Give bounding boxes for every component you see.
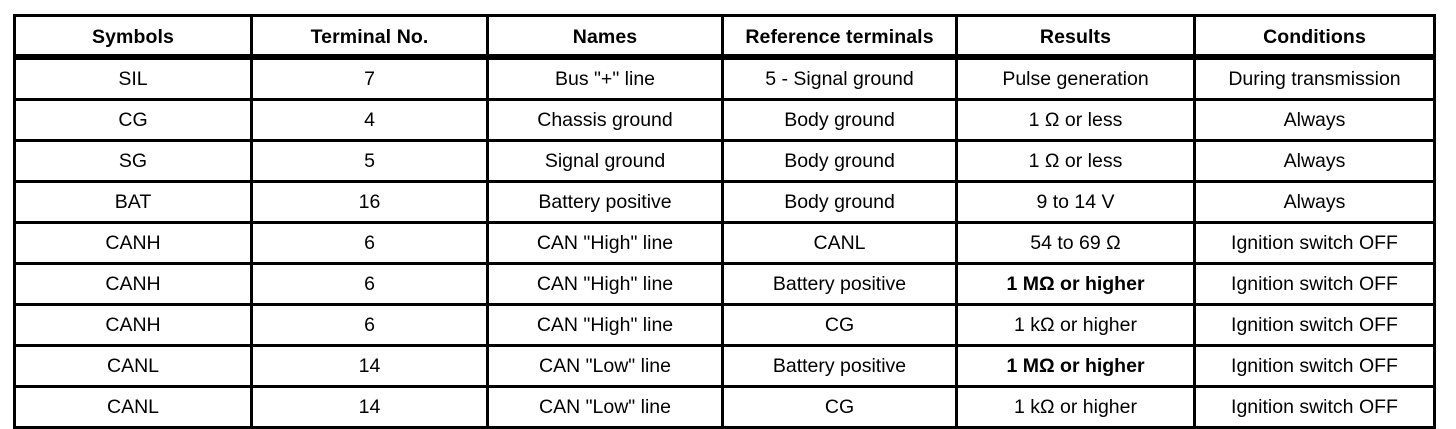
table-row: BAT 16 Battery positive Body ground 9 to…	[13, 180, 1436, 224]
table-row: SIL 7 Bus "+" line 5 - Signal ground Pul…	[13, 57, 1436, 101]
column-header-names: Names	[486, 14, 724, 60]
cell-symbols: CANH	[13, 303, 253, 347]
table-row: SG 5 Signal ground Body ground 1 Ω or le…	[13, 139, 1436, 183]
table-row: CANL 14 CAN "Low" line Battery positive …	[13, 344, 1436, 388]
cell-names: CAN "Low" line	[486, 344, 724, 388]
cell-conditions: Ignition switch OFF	[1193, 262, 1436, 306]
cell-terminal: 6	[250, 262, 489, 306]
cell-reference: CANL	[721, 221, 958, 265]
cell-names: Bus "+" line	[486, 57, 724, 101]
cell-terminal: 6	[250, 221, 489, 265]
cell-reference: Body ground	[721, 139, 958, 183]
cell-terminal: 5	[250, 139, 489, 183]
table-row: CANL 14 CAN "Low" line CG 1 kΩ or higher…	[13, 385, 1436, 429]
cell-symbols: CANL	[13, 385, 253, 429]
table-row: CANH 6 CAN "High" line CANL 54 to 69 Ω I…	[13, 221, 1436, 265]
cell-results: 54 to 69 Ω	[955, 221, 1196, 265]
cell-conditions: Ignition switch OFF	[1193, 303, 1436, 347]
cell-results: 1 Ω or less	[955, 139, 1196, 183]
cell-conditions: Ignition switch OFF	[1193, 221, 1436, 265]
cell-results: 1 kΩ or higher	[955, 385, 1196, 429]
column-header-symbols: Symbols	[13, 14, 253, 60]
cell-reference: Body ground	[721, 180, 958, 224]
cell-results: 1 kΩ or higher	[955, 303, 1196, 347]
cell-names: CAN "High" line	[486, 262, 724, 306]
cell-reference: Battery positive	[721, 344, 958, 388]
cell-symbols: BAT	[13, 180, 253, 224]
cell-conditions: Always	[1193, 180, 1436, 224]
table-body: SIL 7 Bus "+" line 5 - Signal ground Pul…	[13, 57, 1436, 429]
table-row: CG 4 Chassis ground Body ground 1 Ω or l…	[13, 98, 1436, 142]
cell-conditions: Always	[1193, 139, 1436, 183]
column-header-terminal: Terminal No.	[250, 14, 489, 60]
cell-terminal: 14	[250, 344, 489, 388]
column-header-results: Results	[955, 14, 1196, 60]
terminal-specification-table: Symbols Terminal No. Names Reference ter…	[13, 14, 1436, 429]
cell-terminal: 6	[250, 303, 489, 347]
cell-conditions: Always	[1193, 98, 1436, 142]
cell-names: CAN "Low" line	[486, 385, 724, 429]
cell-conditions: Ignition switch OFF	[1193, 385, 1436, 429]
cell-results: 9 to 14 V	[955, 180, 1196, 224]
cell-results: Pulse generation	[955, 57, 1196, 101]
cell-results: 1 MΩ or higher	[955, 344, 1196, 388]
column-header-reference: Reference terminals	[721, 14, 958, 60]
cell-symbols: CANH	[13, 221, 253, 265]
column-header-conditions: Conditions	[1193, 14, 1436, 60]
cell-reference: Battery positive	[721, 262, 958, 306]
table-row: CANH 6 CAN "High" line Battery positive …	[13, 262, 1436, 306]
cell-reference: 5 - Signal ground	[721, 57, 958, 101]
cell-reference: CG	[721, 303, 958, 347]
cell-names: CAN "High" line	[486, 221, 724, 265]
cell-symbols: SG	[13, 139, 253, 183]
cell-reference: Body ground	[721, 98, 958, 142]
cell-reference: CG	[721, 385, 958, 429]
cell-terminal: 14	[250, 385, 489, 429]
table-header-row: Symbols Terminal No. Names Reference ter…	[13, 14, 1436, 60]
cell-symbols: CG	[13, 98, 253, 142]
page-canvas: Symbols Terminal No. Names Reference ter…	[13, 14, 1436, 429]
cell-results: 1 MΩ or higher	[955, 262, 1196, 306]
cell-terminal: 7	[250, 57, 489, 101]
table-row: CANH 6 CAN "High" line CG 1 kΩ or higher…	[13, 303, 1436, 347]
table-header: Symbols Terminal No. Names Reference ter…	[13, 14, 1436, 60]
cell-names: Battery positive	[486, 180, 724, 224]
cell-symbols: CANL	[13, 344, 253, 388]
cell-names: Signal ground	[486, 139, 724, 183]
cell-symbols: SIL	[13, 57, 253, 101]
cell-names: CAN "High" line	[486, 303, 724, 347]
cell-names: Chassis ground	[486, 98, 724, 142]
cell-results: 1 Ω or less	[955, 98, 1196, 142]
cell-symbols: CANH	[13, 262, 253, 306]
cell-terminal: 4	[250, 98, 489, 142]
cell-conditions: Ignition switch OFF	[1193, 344, 1436, 388]
cell-conditions: During transmission	[1193, 57, 1436, 101]
cell-terminal: 16	[250, 180, 489, 224]
